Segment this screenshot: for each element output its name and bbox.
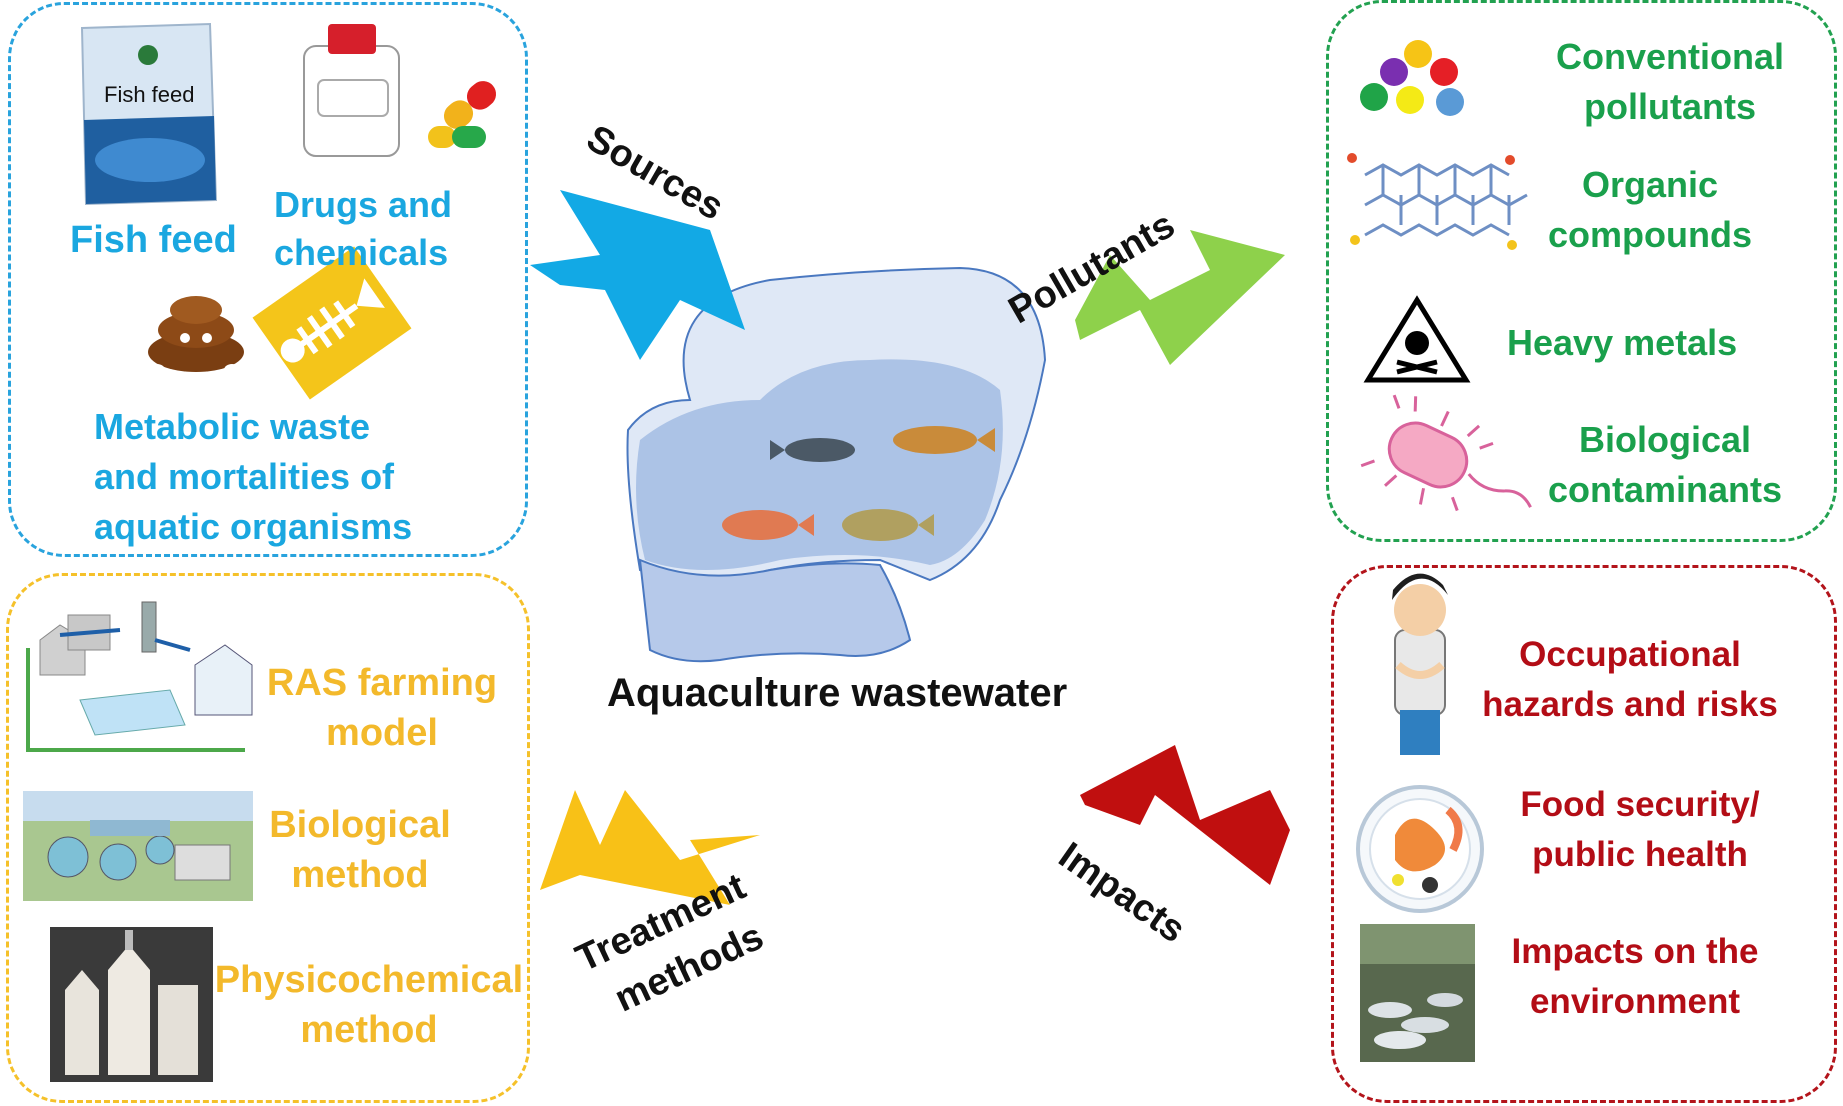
fish-skeleton-icon [252, 246, 412, 400]
biological-method-label-line2: method [291, 854, 429, 896]
ras-farming-schematic [26, 601, 253, 752]
drugs-label-line2: chemicals [274, 232, 449, 273]
molecule-icon [1347, 153, 1528, 250]
food-security-label-line1: Food security/ [1520, 785, 1760, 824]
food-security-label-line2: public health [1532, 835, 1748, 874]
conventional-label-line1: Conventional [1555, 36, 1784, 77]
impacts-panel [1331, 565, 1837, 1103]
organic-label-line1: Organic [1581, 164, 1719, 205]
treatment-arrow [540, 790, 760, 905]
pollutants-arrow [1075, 230, 1285, 365]
fish-4-icon [842, 509, 934, 541]
heavy-metals-label: Heavy metals [1507, 322, 1738, 363]
dead-fish-photo [1360, 924, 1475, 1062]
fish-2-icon [893, 426, 995, 454]
biological-contaminants-label-line1: Biological [1578, 419, 1752, 460]
center-title: Aquaculture wastewater [607, 671, 1068, 715]
fish-feed-bag-label: Fish feed [104, 82, 195, 107]
hazard-warning-icon [1363, 295, 1471, 383]
poop-icon [148, 296, 244, 376]
fish-feed-bag-icon [80, 22, 218, 206]
metabolic-label-line1: Metabolic waste [94, 406, 371, 447]
ras-label-line2: model [326, 712, 438, 754]
fish-1-icon [770, 438, 855, 462]
conventional-label-line2: pollutants [1584, 86, 1756, 127]
physicochemical-label-line1: Physicochemical [214, 959, 524, 1001]
environment-label-line1: Impacts on the [1511, 932, 1759, 971]
metabolic-label-line3: aquatic organisms [94, 506, 413, 547]
pills-icon [428, 81, 497, 148]
drugs-label-line1: Drugs and [274, 184, 453, 225]
bacteria-icon [1360, 394, 1532, 512]
drug-bottle-icon [303, 24, 400, 157]
organic-label-line2: compounds [1548, 214, 1752, 255]
colored-dots-icon [1360, 40, 1464, 116]
ras-label-line1: RAS farming [266, 662, 498, 704]
biological-contaminants-label-line2: contaminants [1547, 469, 1783, 510]
worried-man-icon [1392, 573, 1448, 755]
metabolic-label-line2: and mortalities of [94, 456, 395, 497]
treatment-panel [6, 573, 530, 1103]
fish-3-icon [722, 510, 814, 540]
aquaculture-pond-illustration [626, 266, 1047, 663]
physicochemical-equipment-photo [50, 927, 213, 1082]
fish-feed-label: Fish feed [70, 219, 237, 261]
sources-panel [8, 2, 528, 557]
pollutants-panel [1326, 0, 1837, 542]
environment-label-line2: environment [1529, 982, 1741, 1021]
seafood-plate-icon [1356, 785, 1484, 913]
sources-arrow [530, 190, 745, 360]
occupational-label-line2: hazards and risks [1482, 685, 1778, 724]
impacts-arrow [1080, 745, 1290, 885]
biological-method-label-line1: Biological [269, 804, 451, 846]
treatment-plant-photo [23, 791, 253, 901]
occupational-label-line1: Occupational [1519, 635, 1741, 674]
physicochemical-label-line2: method [300, 1009, 438, 1051]
